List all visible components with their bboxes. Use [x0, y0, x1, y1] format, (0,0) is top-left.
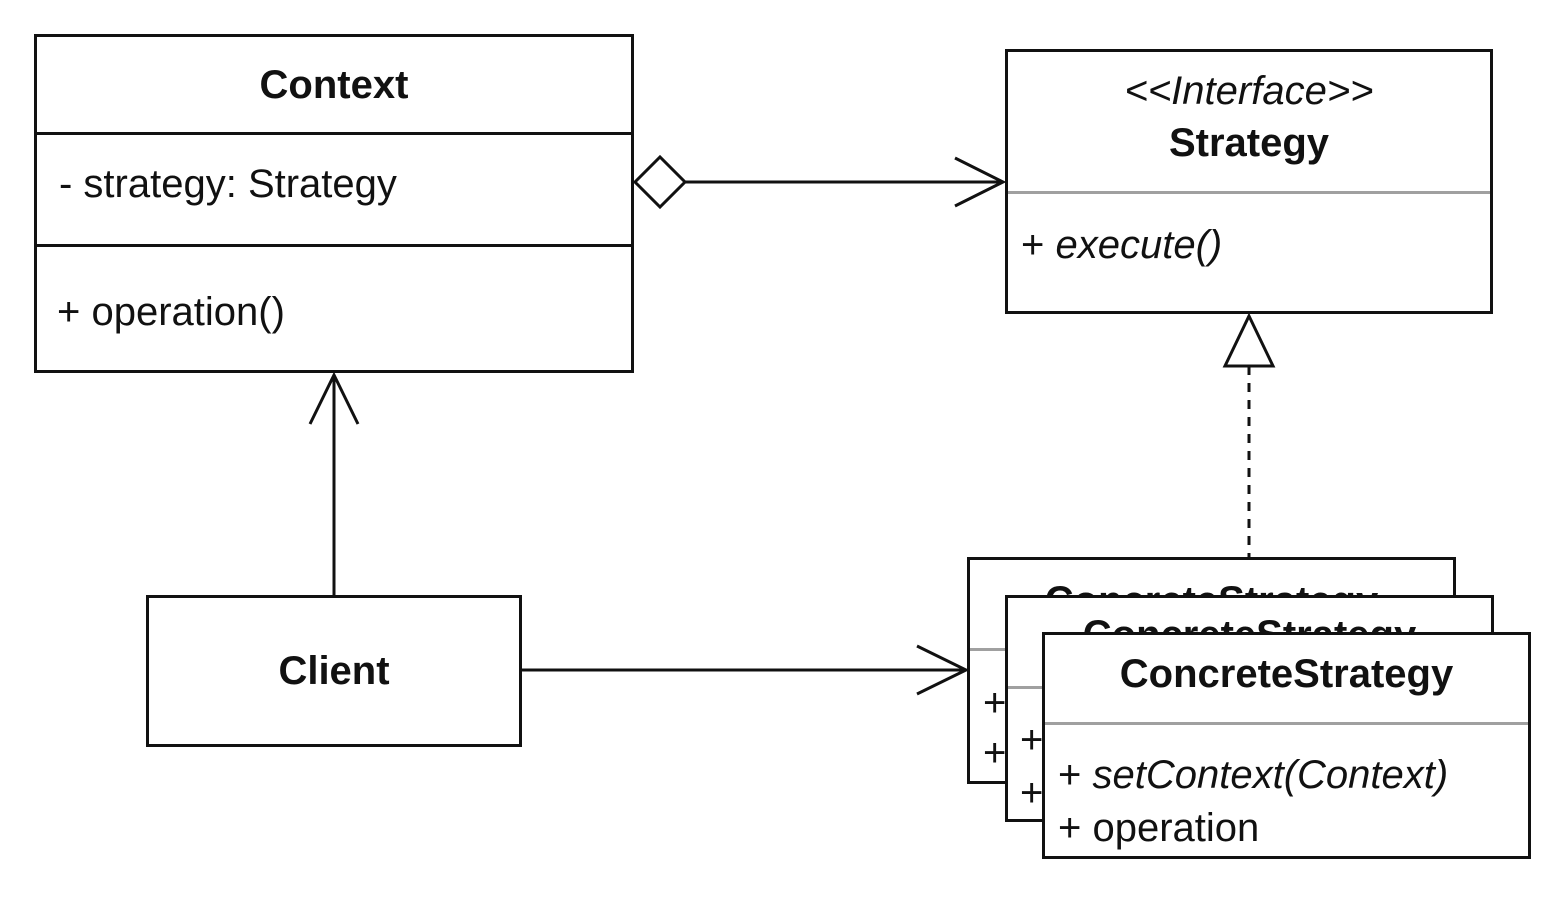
- concrete-strategy-front-method-1: + setContext(Context): [1045, 752, 1528, 798]
- strategy-method: + execute(): [1008, 222, 1490, 268]
- client-concrete-connector: [521, 644, 970, 696]
- context-method: + operation(): [57, 290, 285, 334]
- concrete-strategy-front[interactable]: ConcreteStrategy + setContext(Context) +…: [1042, 632, 1531, 859]
- concrete-strategy-front-method-2: + operation: [1058, 806, 1260, 850]
- client-context-connector: [308, 371, 360, 596]
- realization-triangle: [1222, 312, 1276, 368]
- strategy-method-name: execute(): [1055, 223, 1223, 267]
- concrete-strategy-back-method-2: +: [983, 731, 1007, 775]
- context-separator-2: [37, 244, 631, 247]
- client-context-arrowhead: [308, 371, 360, 425]
- strategy-interface[interactable]: <<Interface>> Strategy + execute(): [1005, 49, 1493, 314]
- strategy-stereotype: <<Interface>>: [1124, 69, 1374, 113]
- context-attribute: - strategy: Strategy: [59, 162, 397, 206]
- strategy-class-name: Strategy: [1168, 121, 1330, 165]
- client-class[interactable]: Client: [146, 595, 522, 747]
- context-class-name: Context: [259, 63, 409, 107]
- aggregation-arrowhead: [954, 156, 1007, 208]
- concrete-strategy-method1-name: setContext(Context): [1092, 753, 1449, 797]
- aggregation-connector: [632, 154, 1007, 210]
- client-class-name: Client: [278, 649, 390, 693]
- concrete-strategy-back-method-1: +: [983, 681, 1007, 725]
- context-class[interactable]: Context - strategy: Strategy + operation…: [34, 34, 634, 373]
- client-concrete-arrowhead: [916, 644, 970, 696]
- concrete-strategy-method1-prefix: +: [1058, 753, 1093, 797]
- realization-connector: [1222, 312, 1276, 558]
- concrete-strategy-middle-method-2: +: [1020, 771, 1044, 815]
- aggregation-diamond: [632, 154, 688, 210]
- concrete-strategy-front-name: ConcreteStrategy: [1119, 652, 1454, 696]
- concrete-strategy-front-separator: [1045, 722, 1528, 725]
- context-separator-1: [37, 132, 631, 135]
- strategy-separator: [1008, 191, 1490, 194]
- strategy-method-prefix: +: [1021, 223, 1056, 267]
- concrete-strategy-middle-method-1: +: [1020, 718, 1044, 762]
